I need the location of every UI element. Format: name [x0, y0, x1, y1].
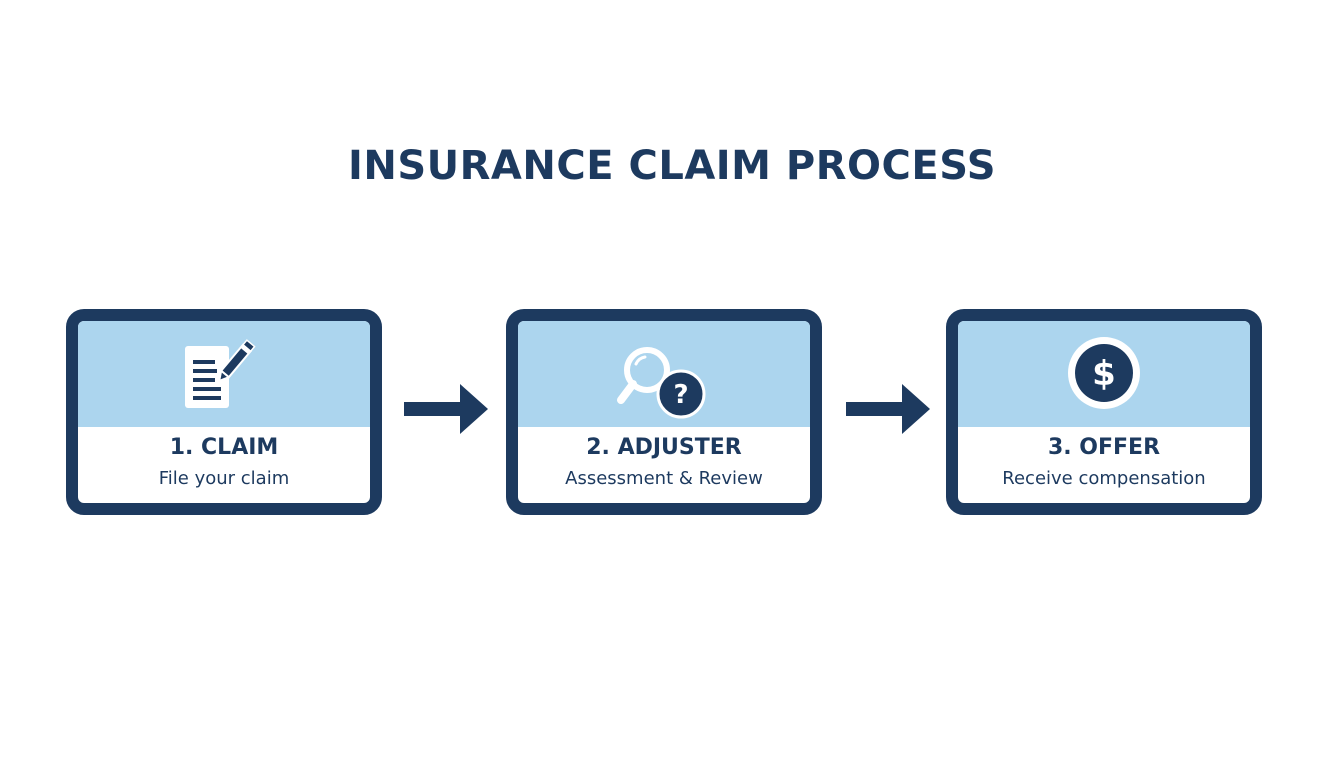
- step-label: 2. ADJUSTER: [586, 435, 742, 460]
- arrow-right-icon: [846, 384, 930, 434]
- svg-text:$: $: [1092, 354, 1116, 394]
- step-card-adjuster: ? 2. ADJUSTER Assessment & Review: [506, 309, 822, 515]
- dollar-coin-icon: $: [1049, 336, 1159, 420]
- svg-text:?: ?: [673, 380, 688, 410]
- step-description: Assessment & Review: [565, 468, 763, 489]
- magnifier-question-icon: ?: [609, 336, 719, 420]
- step-label: 1. CLAIM: [169, 435, 279, 460]
- step-description: Receive compensation: [1002, 468, 1206, 489]
- document-pencil-icon: [169, 336, 279, 420]
- step-card-claim: 1. CLAIM File your claim: [66, 309, 382, 515]
- step-description: File your claim: [158, 468, 290, 489]
- step-label: 3. OFFER: [1047, 435, 1161, 460]
- diagram-title: INSURANCE CLAIM PROCESS: [347, 143, 997, 189]
- step-card-offer: $ 3. OFFER Receive compensation: [946, 309, 1262, 515]
- arrow-right-icon: [404, 384, 488, 434]
